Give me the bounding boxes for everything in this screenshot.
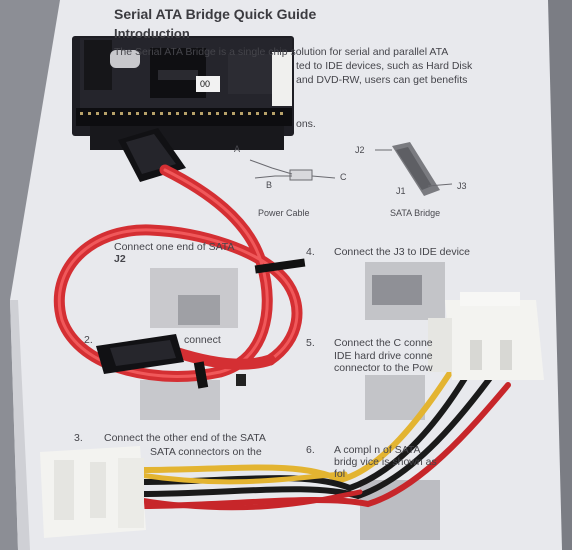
step6-text-b: bridg vice is shown as (334, 456, 437, 468)
step1-text: Connect one end of SATA (114, 241, 235, 253)
board-bottom-plate (90, 126, 284, 150)
step6-text: A compl n of SATA (334, 444, 421, 456)
molex-connector-right (428, 292, 544, 380)
step3-text-b: SATA connectors on the (150, 446, 262, 458)
step5-text: Connect the C conne (334, 337, 433, 349)
step5-num: 5. (306, 337, 315, 349)
cable-tie-3 (236, 374, 246, 386)
step1-text-b: J2 (114, 253, 126, 265)
diagram-label-j1: J1 (396, 186, 406, 196)
ide-pin-header (76, 108, 292, 126)
step5-text-c: connector to the Pow (334, 362, 433, 374)
molex-connector-left (40, 446, 146, 538)
cable-tie-2 (193, 361, 209, 389)
step4-photo-inner (372, 275, 422, 305)
cable-tie-1 (254, 258, 306, 274)
diagram-label-a: A (234, 144, 241, 154)
step3-num: 3. (74, 432, 83, 444)
step2-text: connect (184, 334, 221, 346)
sata-connector-bottom (96, 334, 184, 374)
intro-heading: Introduction (114, 26, 190, 41)
diagram-label-b: B (266, 180, 273, 190)
step5-photo (365, 375, 425, 420)
sata-bridge-diagram (375, 142, 453, 196)
board-label-sticker (196, 76, 220, 92)
paper-shadow-left (10, 300, 30, 550)
intro-line-3: and DVD-RW, users can get benefits (296, 74, 468, 86)
board-label-text: 00 (200, 79, 211, 89)
sata-bridge-caption: SATA Bridge (390, 208, 441, 218)
power-cable-caption: Power Cable (258, 208, 310, 218)
small-components (228, 54, 272, 94)
white-jumper (272, 52, 292, 106)
step5-text-b: IDE hard drive conne (334, 350, 433, 362)
power-cable-diagram (249, 159, 336, 181)
intro-line-2: ted to IDE devices, such as Hard Disk (296, 60, 473, 72)
crystal-oscillator (110, 50, 140, 68)
intro-line-1: The Serial ATA Bridge is a single chip s… (114, 46, 449, 58)
diagram-label-j3: J3 (457, 181, 467, 191)
guide-title: Serial ATA Bridge Quick Guide (114, 6, 317, 22)
step3-text: Connect the other end of the SATA (104, 432, 266, 444)
step1-photo-inner (178, 295, 220, 325)
sata-bridge-board (72, 36, 294, 150)
intro-line-4: ons. (296, 118, 316, 130)
diagram-label-j2: J2 (355, 145, 365, 155)
step4-text: Connect the J3 to IDE device (334, 246, 470, 258)
ide-pins (80, 112, 283, 115)
step6-num: 6. (306, 444, 315, 456)
power-wires (137, 362, 511, 511)
step2-num: 2. (84, 334, 93, 346)
board-connector-block (84, 40, 112, 90)
step6-text-c: fol (334, 468, 346, 480)
chip-label (158, 70, 198, 80)
diagram-label-c: C (340, 172, 347, 182)
step4-num: 4. (306, 246, 315, 258)
